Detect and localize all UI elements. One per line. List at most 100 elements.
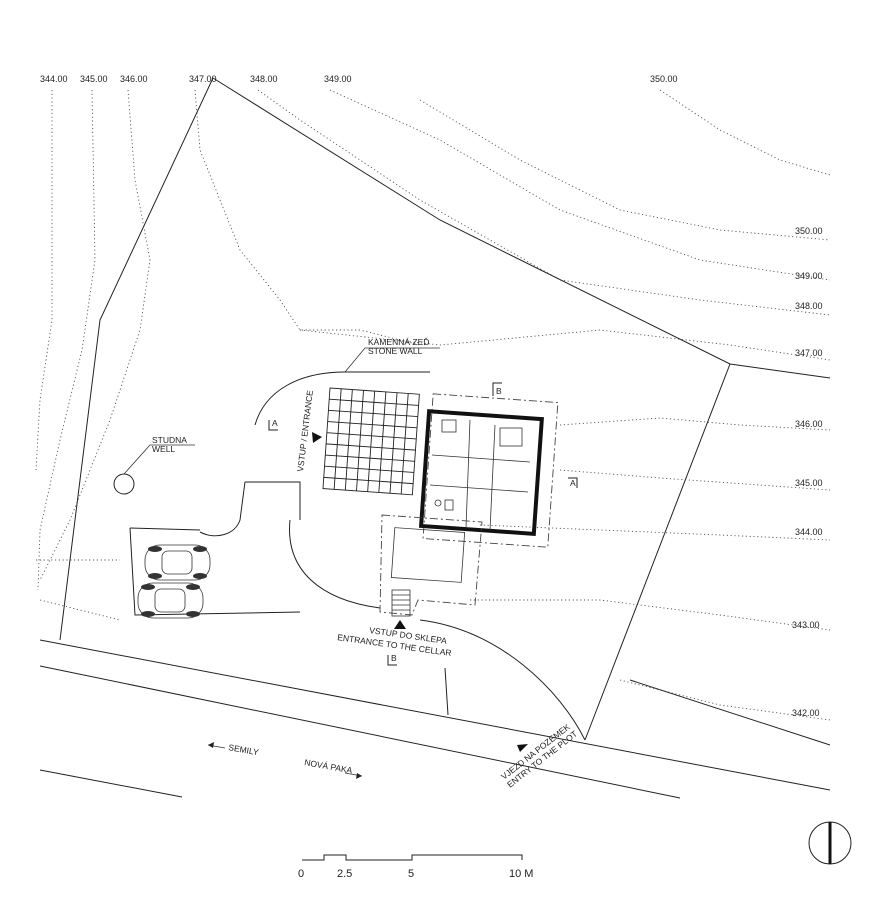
parked-cars <box>137 544 211 619</box>
car-1 <box>144 544 211 581</box>
interior-line-1 <box>431 454 531 463</box>
scale-mark-10: 10 M <box>509 868 533 880</box>
parking-top <box>129 527 201 531</box>
terrace-grid-line <box>367 391 376 492</box>
terrace-grid-line <box>344 389 353 491</box>
terrace-grid <box>322 387 420 496</box>
cellar <box>379 514 483 617</box>
elev-right-348: 348.00 <box>795 301 823 311</box>
stone-wall-leader <box>344 347 440 373</box>
contour-347-upper <box>194 89 421 346</box>
fixture-rect <box>444 499 454 511</box>
north-arrow-icon <box>808 821 852 865</box>
cellar-inner <box>390 527 466 583</box>
semily-label: SEMILY <box>228 742 260 757</box>
bath-fixture <box>441 419 457 433</box>
elev-top-346: 346.00 <box>120 74 148 84</box>
scale-mark-0: 0 <box>298 868 304 880</box>
section-b-south-label: B <box>391 653 397 663</box>
elev-right-349: 349.00 <box>795 271 823 281</box>
stone-wall-label: KAMENNÁ ZEĎ STONE WALL <box>344 337 440 373</box>
elev-top-349: 349.00 <box>324 74 352 84</box>
contour-349 <box>329 89 831 281</box>
driveway-edge <box>444 667 449 716</box>
contour-346-right <box>559 417 831 431</box>
terrace-grid-line <box>356 390 364 491</box>
terrace-grid-line <box>327 421 418 429</box>
well-circle <box>113 473 135 495</box>
elev-right-344: 344.00 <box>795 527 823 537</box>
scale-mark-2-5: 2.5 <box>337 868 352 880</box>
elev-right-342: 342.00 <box>792 708 820 718</box>
stone-wall-label-en: STONE WALL <box>368 346 423 356</box>
path-curve-house <box>289 519 381 609</box>
contour-343-right <box>470 599 831 631</box>
stair-block <box>499 427 523 447</box>
section-b-north-label: B <box>496 386 502 396</box>
plot-entry-label-cz: VJEZD NA POZEMEK <box>499 721 572 781</box>
path-upper <box>245 481 301 520</box>
terrace-grid-line <box>324 465 414 473</box>
scale-bar-line <box>302 854 523 861</box>
interior-line-2 <box>429 484 529 493</box>
house-outline-dashed <box>422 393 559 548</box>
path-curve-left <box>199 481 246 537</box>
section-b-north-icon <box>492 382 502 396</box>
elev-top-347: 347.00 <box>189 74 217 84</box>
elev-right-343: 343.00 <box>792 620 820 630</box>
elev-top-344: 344.00 <box>40 74 68 84</box>
section-a-west-icon <box>268 420 278 431</box>
elev-right-347: 347.00 <box>795 348 823 358</box>
contour-345 <box>37 89 96 591</box>
plot-boundary <box>59 77 831 746</box>
stone-wall-curve <box>254 371 430 426</box>
contour-left-low <box>39 599 121 621</box>
well-label-en: WELL <box>152 444 175 454</box>
entrance-arrow-icon <box>312 432 322 443</box>
plot-entry: VJEZD NA POZEMEK ENTRY TO THE PLOT <box>499 721 579 789</box>
cellar-stairs <box>391 589 411 617</box>
terrace-grid-line <box>326 443 416 451</box>
road-labels: SEMILY NOVÁ PAKA <box>207 742 363 779</box>
contour-348 <box>257 89 831 316</box>
plot-entry-arrow-icon <box>517 744 528 752</box>
interior-line-3 <box>465 419 471 529</box>
nova-paka-arrow-icon <box>356 773 362 779</box>
scale-mark-5: 5 <box>408 868 414 880</box>
elev-right-345: 345.00 <box>795 478 823 488</box>
cellar-outline <box>379 514 483 616</box>
section-b-south-icon <box>387 655 397 666</box>
entrance-label: VSTUP / ENTRANCE <box>295 389 315 472</box>
stone-wall-label-cz: KAMENNÁ ZEĎ <box>368 337 429 347</box>
elev-top-350: 350.00 <box>650 74 678 84</box>
section-a-west-label: A <box>272 418 278 428</box>
scale-bar: 0 2.5 5 10 M <box>298 854 533 880</box>
boundary-west <box>59 77 214 641</box>
well: STUDNA WELL <box>113 435 195 495</box>
terrace-grid-line <box>378 391 387 493</box>
driveway-curve <box>419 619 586 741</box>
parking-edge <box>129 527 301 616</box>
well-label-cz: STUDNA <box>152 435 187 445</box>
semily-arrow-icon <box>208 742 214 748</box>
section-a-east-icon <box>568 477 578 488</box>
car-2 <box>137 582 204 619</box>
road-edge-mid <box>39 665 681 799</box>
right-elevation-labels: 350.00 349.00 348.00 347.00 346.00 345.0… <box>792 226 823 718</box>
contour-345-right <box>559 469 831 491</box>
terrace-grid-line <box>328 409 418 418</box>
elev-right-346: 346.00 <box>795 419 823 429</box>
interior-line-4 <box>489 424 496 531</box>
terrace-grid-line <box>329 398 419 406</box>
elev-right-350: 350.00 <box>795 226 823 236</box>
fixture-circle <box>434 499 442 507</box>
entrance: VSTUP / ENTRANCE <box>295 389 322 472</box>
road-edge-south <box>39 769 183 798</box>
terrace-grid-line <box>389 392 398 494</box>
contour-342-right <box>619 679 831 721</box>
contour-lines <box>35 89 831 721</box>
terrace-grid-line <box>333 388 342 490</box>
elev-top-348: 348.00 <box>250 74 278 84</box>
cellar-arrow-icon <box>394 620 406 629</box>
